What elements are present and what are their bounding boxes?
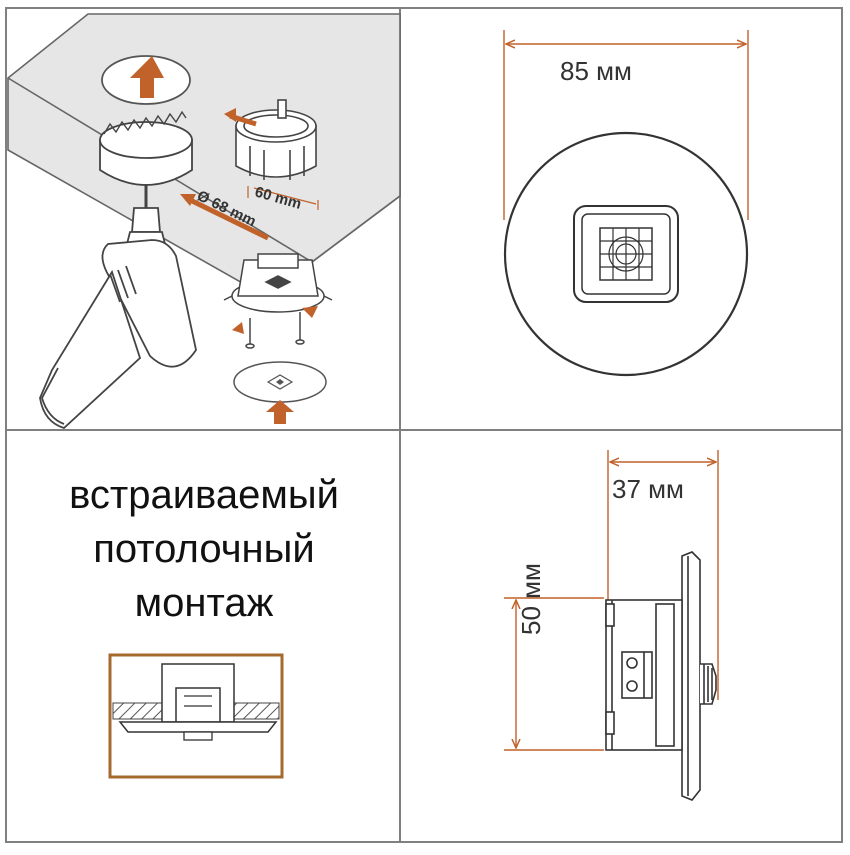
mounting-line-3: монтаж (134, 581, 274, 625)
drill-with-hole-saw (39, 110, 197, 430)
sensor-mechanism (223, 253, 333, 313)
front-view-drawing (503, 30, 749, 377)
arrow-up-icon (130, 56, 164, 98)
mounting-type-caption: встраиваемый потолочный монтаж (24, 468, 384, 630)
mounting-box (235, 99, 317, 180)
outer-frame (5, 7, 843, 843)
box-depth-dimension (253, 187, 317, 205)
screws (245, 312, 305, 349)
side-housing (605, 551, 717, 801)
mounting-line-2: потолочный (93, 527, 315, 571)
ceiling-slab (7, 13, 401, 285)
hole-diameter-arrow (184, 195, 270, 241)
mounting-inset (108, 653, 284, 779)
width-label: 85 мм (560, 56, 632, 86)
sensor-frame (573, 205, 679, 303)
mounting-line-1: встраиваемый (69, 473, 339, 517)
depth-label: 37 мм (612, 474, 684, 504)
side-view-drawing (504, 450, 719, 801)
arrow-up-icon (266, 400, 294, 424)
height-label: 50 мм (516, 563, 546, 635)
installation-illustration: Ø 68 mm 60 mm (7, 13, 401, 430)
